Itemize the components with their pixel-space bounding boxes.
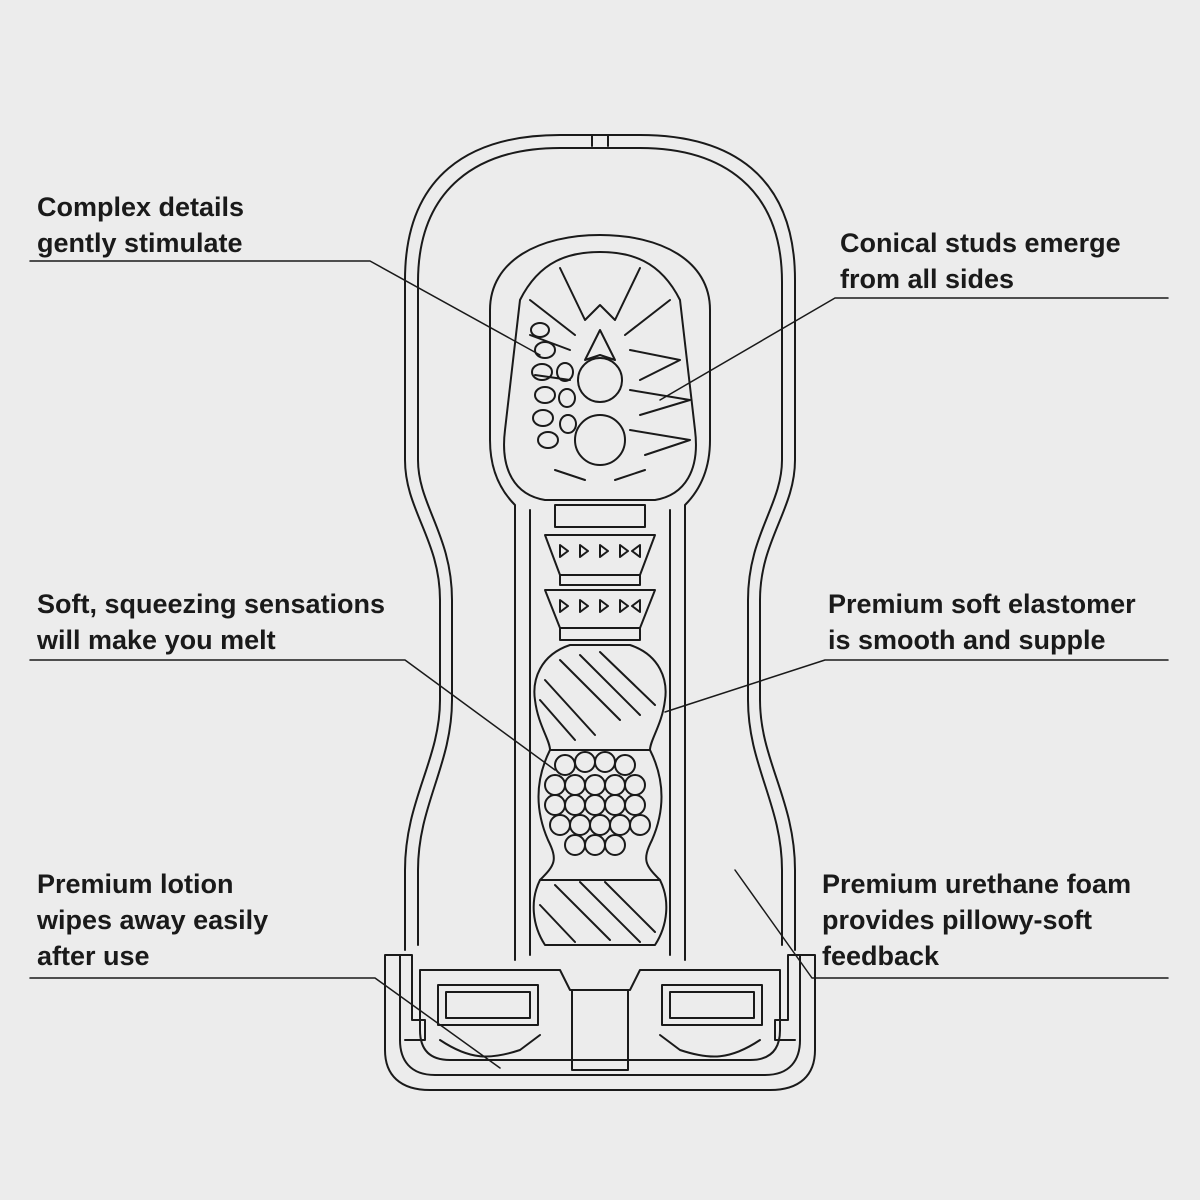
base-left-window-inner [445, 991, 531, 1019]
base-outline [384, 954, 816, 1091]
head-lower-ring [574, 414, 626, 466]
callout-urethane-foam: Premium urethane foam provides pillowy-s… [822, 866, 1131, 974]
callout-complex-details: Complex details gently stimulate [37, 189, 244, 261]
callout-conical-studs: Conical studs emerge from all sides [840, 225, 1121, 297]
leader-complex-details [29, 260, 541, 356]
base-inner-rim [419, 969, 781, 1061]
inner-sleeve-outline [489, 234, 711, 961]
callout-line: Premium lotion [37, 869, 234, 899]
twist-ribs [539, 651, 656, 741]
leader-premium-elastomer [664, 659, 1169, 713]
base-left-window [437, 984, 539, 1026]
callout-line: from all sides [840, 264, 1015, 294]
head-chamber [503, 251, 697, 501]
base-right-window-inner [669, 991, 755, 1019]
callout-line: gently stimulate [37, 228, 243, 258]
callout-line: wipes away easily [37, 905, 269, 935]
head-ribs [529, 267, 691, 481]
callout-premium-lotion: Premium lotion wipes away easily after u… [37, 866, 268, 974]
top-notch [591, 134, 609, 147]
bead-array [544, 751, 651, 856]
leader-premium-lotion [29, 977, 501, 1069]
lower-twist-ribs [539, 881, 656, 943]
outer-case-outline [404, 134, 796, 951]
head-center-ring [577, 357, 623, 403]
callout-line: provides pillowy-soft [822, 905, 1093, 935]
callout-premium-elastomer: Premium soft elastomer is smooth and sup… [828, 586, 1136, 658]
leader-soft-squeezing [29, 659, 556, 771]
callout-line: is smooth and supple [828, 625, 1106, 655]
base-right-clip [774, 954, 801, 1041]
leader-urethane-foam [734, 869, 1169, 979]
lower-twist-chamber [532, 879, 668, 946]
leader-lines [29, 260, 1169, 1069]
callout-line: Soft, squeezing sensations [37, 589, 386, 619]
callout-line: feedback [822, 941, 940, 971]
base-left-clip [399, 954, 426, 1041]
base-left-foot [439, 1034, 541, 1058]
callout-line: Premium soft elastomer [828, 589, 1136, 619]
base-right-window [661, 984, 763, 1026]
callout-line: Conical studs emerge [840, 228, 1121, 258]
base-center-slot [571, 989, 629, 1071]
callout-soft-squeezing: Soft, squeezing sensations will make you… [37, 586, 385, 658]
callout-line: will make you melt [37, 625, 276, 655]
base-right-foot [659, 1034, 761, 1058]
ribbed-neck [544, 504, 656, 641]
callout-line: Premium urethane foam [822, 869, 1132, 899]
inner-sleeve-wall [529, 509, 671, 956]
callout-line: Complex details [37, 192, 245, 222]
outer-case-inner-outline [417, 147, 783, 946]
head-nodules [530, 322, 577, 449]
leader-conical-studs [659, 297, 1169, 401]
callout-line: after use [37, 941, 150, 971]
